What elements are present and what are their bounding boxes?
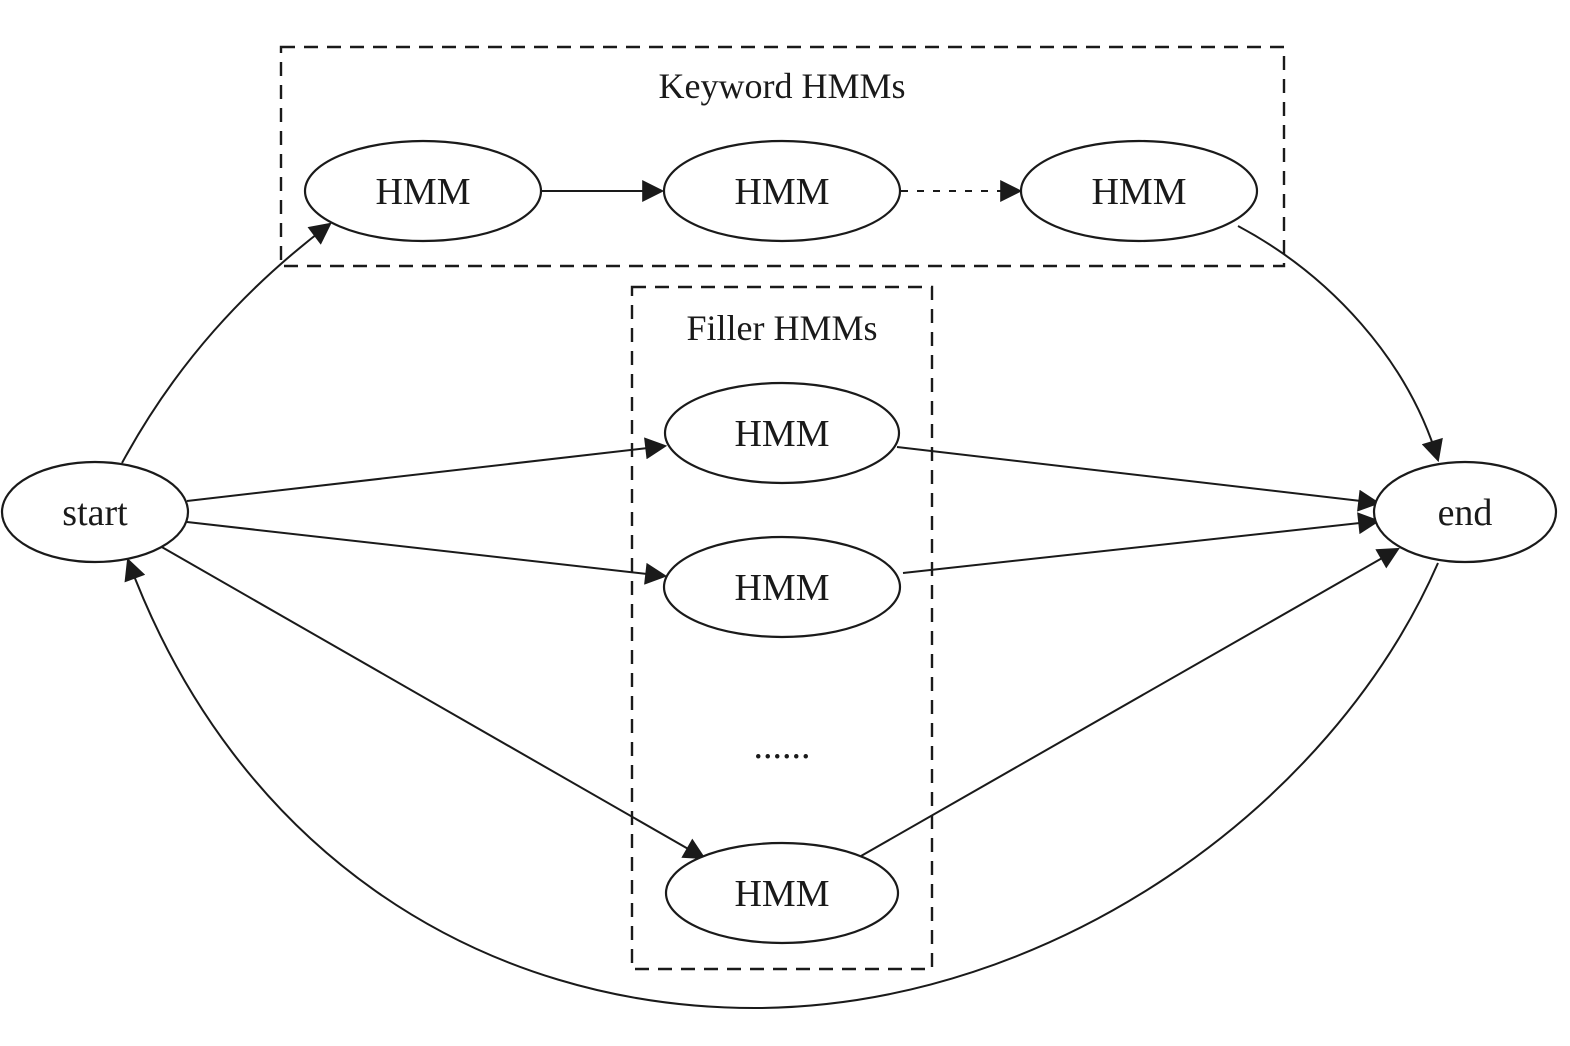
edge-filler-3-to-end <box>860 547 1400 857</box>
filler-hmm-node-1: HMM <box>663 381 901 485</box>
filler-hmms-cluster-label: Filler HMMs <box>686 308 877 348</box>
edge-start-to-filler-2 <box>186 521 668 585</box>
filler-hmm-node-3: HMM <box>664 841 900 945</box>
keyword-hmm-node-2: HMM <box>662 139 902 243</box>
keyword-hmm-node-3: HMM <box>1019 139 1259 243</box>
edges <box>121 180 1443 1010</box>
edge-start-to-filler-1 <box>186 437 668 502</box>
filler-hmm-label-2: HMM <box>734 567 829 609</box>
edge-filler-1-to-end <box>896 446 1381 512</box>
edge-keyword-3-to-end <box>1237 225 1443 463</box>
edge-start-to-filler-3 <box>159 545 706 860</box>
filler-ellipsis: ...... <box>754 725 811 767</box>
keyword-hmms-cluster: Keyword HMMs <box>279 45 1286 268</box>
keyword-hmm-label-1: HMM <box>375 171 470 213</box>
start-node-label: start <box>62 492 128 534</box>
end-node-label: end <box>1438 492 1493 534</box>
keyword-hmms-cluster-label: Keyword HMMs <box>659 66 906 106</box>
keyword-hmm-label-3: HMM <box>1091 171 1186 213</box>
keyword-hmms-cluster-box <box>279 45 1286 268</box>
start-node: start <box>0 460 190 564</box>
filler-hmm-label-1: HMM <box>734 413 829 455</box>
edge-start-to-keyword-1 <box>121 222 332 464</box>
end-node: end <box>1372 460 1558 564</box>
filler-hmms-cluster-box <box>630 285 934 971</box>
filler-hmm-node-2: HMM <box>662 535 902 639</box>
filler-hmm-label-3: HMM <box>734 873 829 915</box>
edge-end-to-start <box>124 557 1439 1010</box>
filler-hmms-cluster: Filler HMMs <box>630 285 934 971</box>
keyword-hmm-label-2: HMM <box>734 171 829 213</box>
edge-filler-2-to-end <box>902 512 1381 574</box>
keyword-hmm-node-1: HMM <box>303 139 543 243</box>
nodes: start end HMM HMM HMM HMM HMM ..... <box>0 139 1558 945</box>
